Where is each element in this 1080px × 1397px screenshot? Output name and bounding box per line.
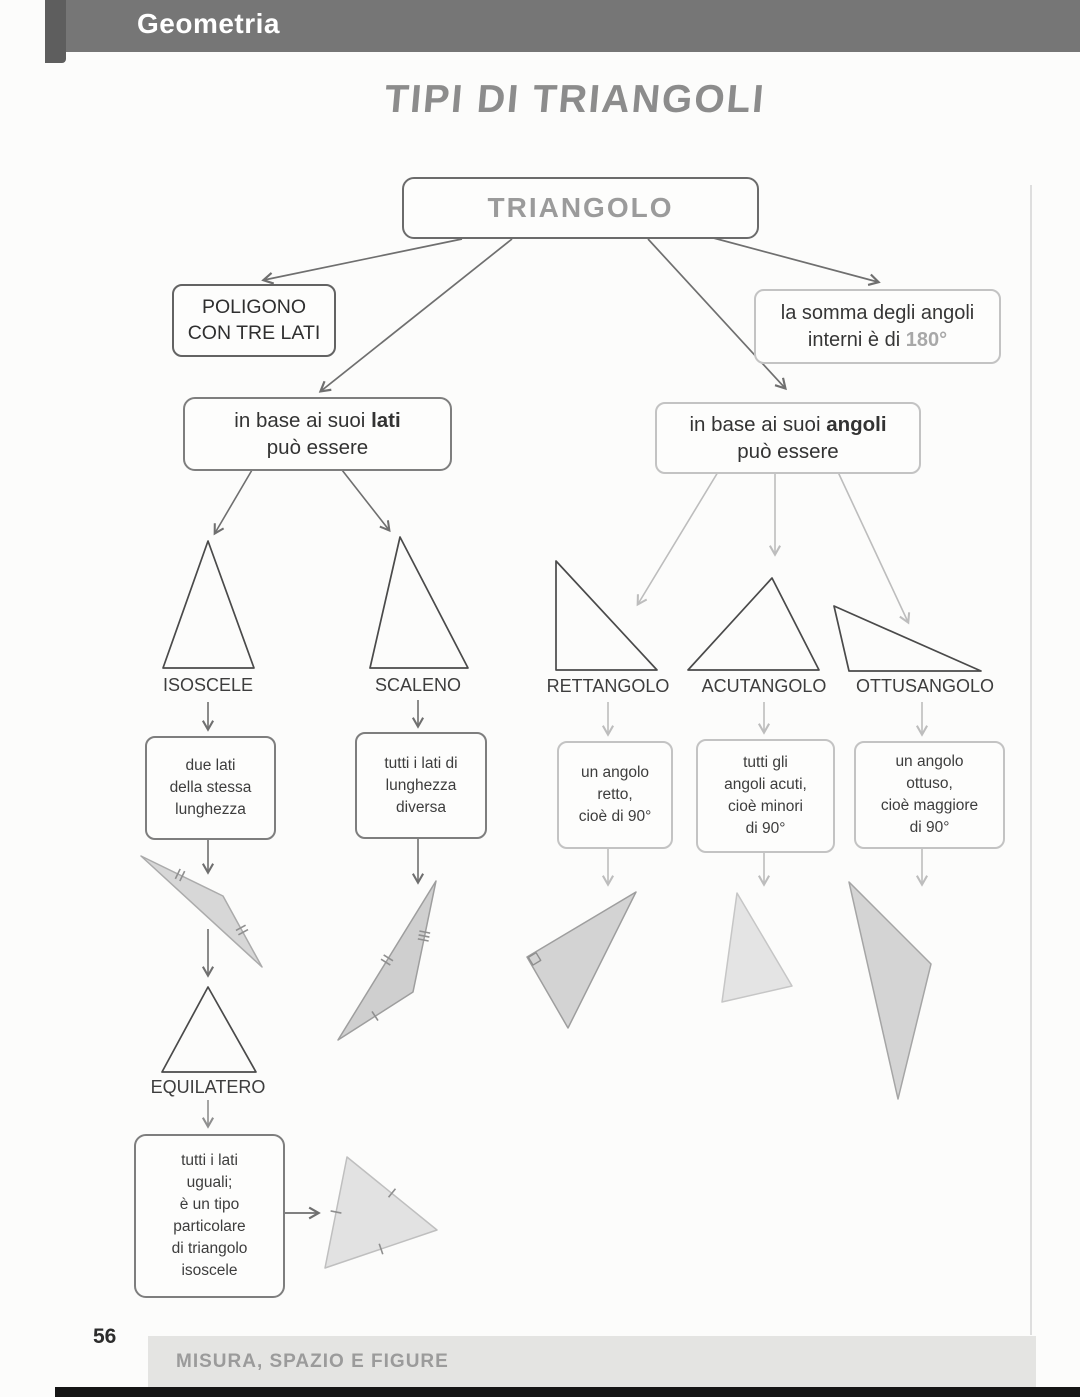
acutangolo-triangle-icon [687,577,820,671]
ottusangolo-triangle-icon [833,605,982,672]
arrow-root-to-by-sides [318,238,513,393]
scaleno-example-shape [337,880,437,1041]
section-header-bar [45,0,1080,52]
desc-equilatero: tutti i lati uguali; è un tipo particola… [134,1134,285,1298]
node-poligono: POLIGONO CON TRE LATI [172,284,336,357]
desc-acutangolo: tutti gli angoli acuti, cioè minori di 9… [696,739,835,853]
arrow-to-rettangolo [636,471,719,607]
label-acutangolo: ACUTANGOLO [701,676,827,696]
node-somma-angoli: la somma degli angoli interni è di 180° [754,289,1001,364]
desc-isoscele: due lati della stessa lunghezza [145,736,276,840]
right-angle-marker [527,952,542,966]
label-rettangolo: RETTANGOLO [546,676,670,696]
page-title: TIPI DI TRIANGOLI [382,78,768,121]
footer-strip: MISURA, SPAZIO E FIGURE [148,1336,1036,1387]
footer-strip-label: MISURA, SPAZIO E FIGURE [176,1350,449,1372]
bottom-rule [55,1387,1080,1397]
label-isoscele: ISOSCELE [162,675,254,695]
desc-rettangolo: un angolo retto, cioè di 90° [557,741,673,849]
node-by-angles: in base ai suoi angoli può essere [655,402,921,474]
sum-line2: interni è di 180° [807,328,948,351]
arrow-root-to-sum [705,235,881,287]
rettangolo-triangle-icon [555,560,658,671]
page-number: 56 [93,1325,117,1348]
arrow-to-isoscele [213,469,253,536]
sum-value: 180° [905,328,948,351]
acutangolo-example-shape [721,892,793,1003]
arrow-to-ottusangolo [837,471,911,625]
section-title: Geometria [137,8,280,39]
arrows-by-sides [201,469,425,978]
equilatero-example-shape [324,1156,438,1269]
isoscele-triangle-icon [162,540,255,669]
scaleno-triangle-icon [369,536,469,669]
label-scaleno: SCALENO [374,675,462,695]
node-triangolo: TRIANGOLO [402,177,759,239]
label-ottusangolo: OTTUSANGOLO [855,676,994,696]
desc-ottusangolo: un angolo ottuso, cioè maggiore di 90° [854,741,1005,849]
equilatero-tick-marks [330,1188,397,1255]
sum-line1: la somma degli angoli [780,302,975,325]
node-triangolo-label: TRIANGOLO [487,191,674,223]
equilatero-triangle-icon [161,986,257,1073]
desc-scaleno: tutti i lati di lunghezza diversa [355,732,487,839]
isoscele-example-shape [140,855,263,968]
arrow-to-scaleno [341,469,391,533]
node-by-sides: in base ai suoi lati può essere [183,397,452,471]
isoscele-tick-marks [174,868,249,936]
label-equilatero: EQUILATERO [150,1077,266,1097]
rettangolo-example-shape [526,891,637,1029]
book-spine-tab [45,0,66,63]
ottusangolo-example-shape [848,881,932,1100]
page-edge-line [1030,185,1032,1335]
arrow-root-to-polygon [261,238,463,285]
scaleno-tick-marks [371,930,431,1022]
